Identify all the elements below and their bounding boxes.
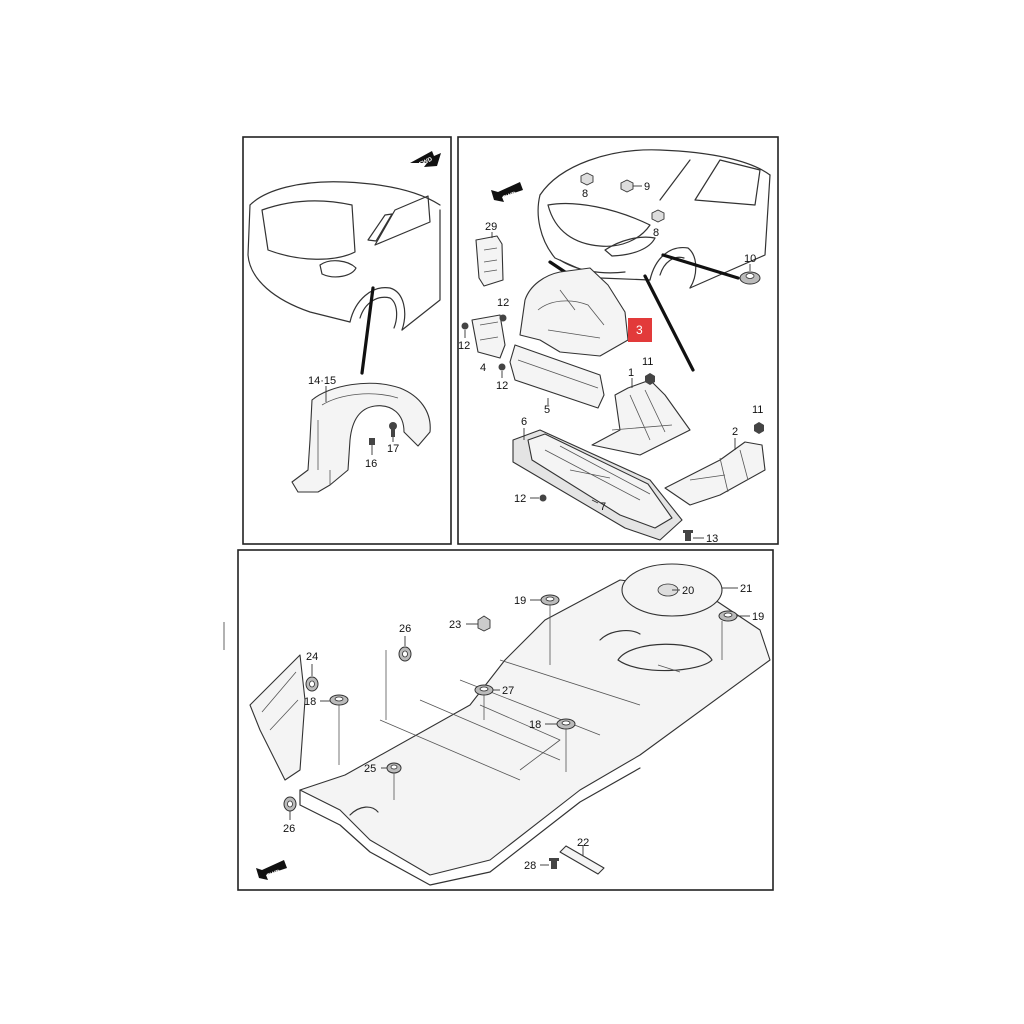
svg-text:5: 5 xyxy=(544,404,550,416)
panel-floor-under-body: 21 20 19 19 23 26 xyxy=(237,549,774,891)
bolt-13-icon xyxy=(683,530,693,541)
grommet-26a-icon xyxy=(398,646,412,662)
svg-text:9: 9 xyxy=(644,181,650,193)
svg-text:18: 18 xyxy=(529,719,541,731)
svg-text:12: 12 xyxy=(497,297,509,309)
grommet-18b-icon xyxy=(556,718,576,730)
floor-pan-outline xyxy=(299,579,771,886)
svg-text:26: 26 xyxy=(283,823,295,835)
svg-text:24: 24 xyxy=(306,651,318,663)
engine-under-cover-6-part xyxy=(512,429,683,541)
svg-text:23: 23 xyxy=(449,619,461,631)
svg-text:12: 12 xyxy=(514,493,526,505)
panel-front-under-covers: FWD 8 9 8 xyxy=(457,136,779,545)
grommet-26b-icon xyxy=(283,796,297,812)
trim-strip-22-part xyxy=(559,845,605,875)
svg-text:19: 19 xyxy=(752,611,764,623)
nut-8-icon xyxy=(580,172,594,186)
svg-text:7: 7 xyxy=(600,501,606,513)
fwd-arrow-icon: FWD xyxy=(491,182,523,202)
car-rear-outline xyxy=(247,181,441,331)
svg-text:19: 19 xyxy=(514,595,526,607)
svg-text:14·15: 14·15 xyxy=(308,375,336,387)
svg-text:11: 11 xyxy=(642,356,653,368)
screw-12b-icon xyxy=(461,322,469,330)
screw-12c-icon xyxy=(498,363,506,371)
svg-text:12: 12 xyxy=(458,340,470,352)
svg-text:21: 21 xyxy=(740,583,752,595)
clip-23-icon xyxy=(477,615,491,632)
svg-text:17: 17 xyxy=(387,443,399,455)
nut-11b-icon xyxy=(754,422,764,434)
svg-text:25: 25 xyxy=(364,763,376,775)
grommet-24-icon xyxy=(305,676,319,692)
svg-text:1: 1 xyxy=(628,367,634,379)
nut-9-icon xyxy=(620,179,634,193)
svg-text:27: 27 xyxy=(502,685,514,697)
clip-25-icon xyxy=(386,762,402,774)
grommet-27-icon xyxy=(474,684,494,696)
splash-shield-3-part xyxy=(519,267,629,357)
side-panel-24-part xyxy=(249,654,306,781)
svg-text:26: 26 xyxy=(399,623,411,635)
nut-11a-icon xyxy=(645,373,655,385)
svg-text:16: 16 xyxy=(365,458,377,470)
svg-text:28: 28 xyxy=(524,860,536,872)
svg-text:8: 8 xyxy=(653,227,659,239)
wheel-liner-part xyxy=(291,382,431,493)
svg-text:18: 18 xyxy=(304,696,316,708)
svg-text:10: 10 xyxy=(744,253,756,265)
fwd-arrow-icon: FWD xyxy=(410,151,441,168)
svg-text:12: 12 xyxy=(496,380,508,392)
svg-text:6: 6 xyxy=(521,416,527,428)
screw-12d-icon xyxy=(539,494,547,502)
air-guide-4-part xyxy=(471,314,506,359)
svg-text:3: 3 xyxy=(636,323,643,337)
grommet-10-icon xyxy=(739,271,761,285)
lower-bar-5-part xyxy=(509,344,605,409)
under-cover-2-part xyxy=(664,441,766,506)
bracket-29-part xyxy=(475,235,504,287)
svg-text:29: 29 xyxy=(485,221,497,233)
fwd-arrow-icon: FWD xyxy=(256,860,287,880)
panel-rear-wheel-liner: FWD 14·15 16 xyxy=(242,136,452,545)
grommet-18a-icon xyxy=(329,694,349,706)
nut-8b-icon xyxy=(651,209,665,223)
svg-text:FWD: FWD xyxy=(266,869,282,880)
highlight-badge: 3 xyxy=(628,318,652,342)
svg-text:4: 4 xyxy=(480,362,486,374)
clip-17-icon xyxy=(389,422,397,437)
under-cover-1-part xyxy=(591,379,691,456)
svg-text:22: 22 xyxy=(577,837,589,849)
clip-28-icon xyxy=(549,858,559,869)
car-front-outline xyxy=(537,149,771,289)
svg-text:FWD: FWD xyxy=(419,156,435,168)
screw-12a-icon xyxy=(499,314,507,322)
clip-16-icon xyxy=(369,438,375,445)
svg-text:20: 20 xyxy=(682,585,694,597)
grommet-19b-icon xyxy=(718,610,738,622)
svg-text:11: 11 xyxy=(752,404,763,416)
svg-text:13: 13 xyxy=(706,533,718,545)
svg-text:2: 2 xyxy=(732,426,738,438)
svg-text:FWD: FWD xyxy=(502,191,518,202)
grommet-19a-icon xyxy=(540,594,560,606)
svg-text:8: 8 xyxy=(582,188,588,200)
